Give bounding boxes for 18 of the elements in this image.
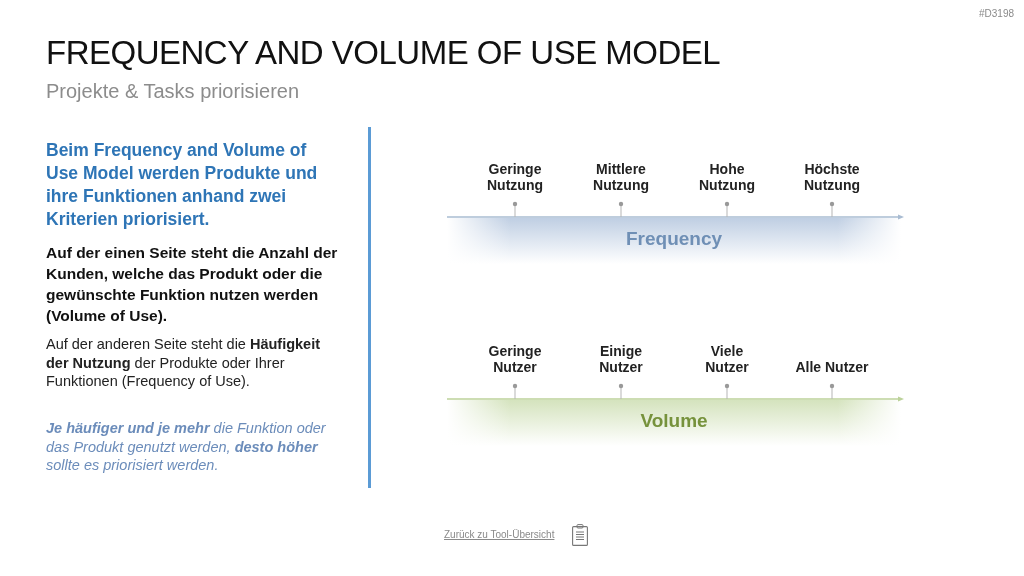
tick-label: Mittlere Nutzung: [593, 161, 649, 193]
tick-label: Geringe Nutzung: [487, 161, 543, 193]
slide-title: FREQUENCY AND VOLUME OF USE MODEL: [46, 34, 721, 72]
tick-label: Höchste Nutzung: [804, 161, 860, 193]
slide-subtitle: Projekte & Tasks priorisieren: [46, 80, 300, 103]
scale-title: Frequency: [625, 228, 723, 250]
body-paragraph: Auf der anderen Seite steht die Häufigkeit der Nutzung der Produkte oder Ihrer Funktionen (Frequency of Use).: [46, 335, 322, 391]
intro-paragraph: Beim Frequency and Volume of Use Model werden Produkte und ihre Funktionen anhand zwei Kriterien priorisiert.: [46, 139, 319, 231]
tick-label: Alle Nutzer: [795, 359, 869, 375]
tick-label: Einige Nutzer: [599, 343, 643, 375]
back-link: Zurück zu Tool-Übersicht: [444, 529, 555, 540]
scale-title: Volume: [640, 410, 708, 432]
body-paragraph: Auf der einen Seite steht die Anzahl der Kunden, welche das Produkt oder die gewünschte Funktion nutzen werden (Volume of Use).: [46, 243, 339, 326]
tick-label: Geringe Nutzer: [488, 343, 542, 375]
document-id: #D3198: [978, 8, 1014, 19]
emphasis-note: Je häufiger und je mehr die Funktion oder das Produkt genutzt werden, desto höher sollte es priorisiert werden.: [46, 419, 327, 475]
tick-label: Viele Nutzer: [705, 343, 749, 375]
tick-label: Hohe Nutzung: [699, 161, 755, 193]
